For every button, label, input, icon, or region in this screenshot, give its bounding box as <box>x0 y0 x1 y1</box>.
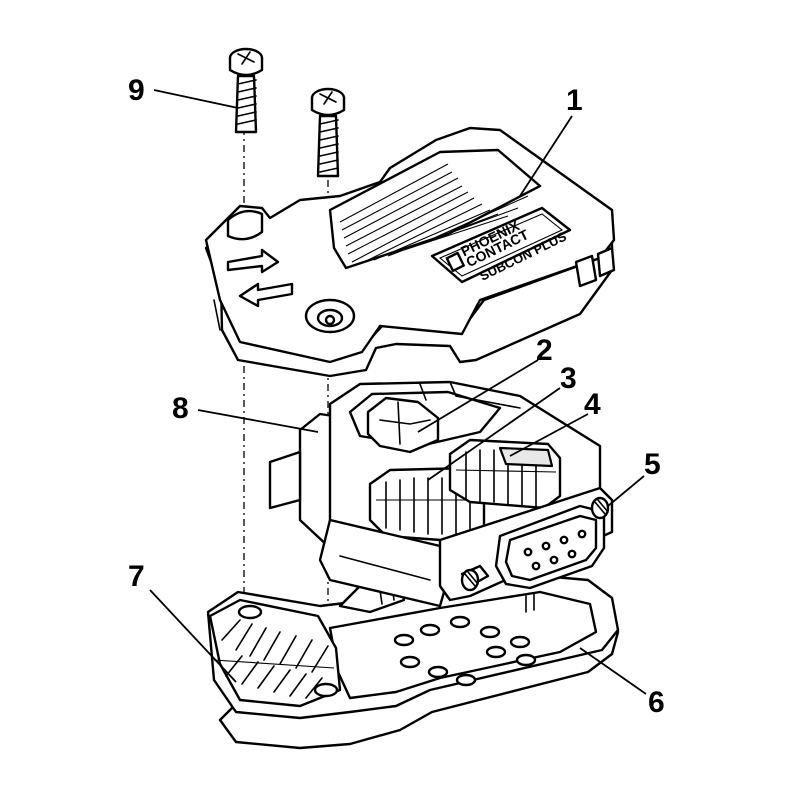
cover-screw-boss-right <box>304 298 356 334</box>
direction-arrows <box>226 248 294 308</box>
callout-5: 5 <box>644 448 661 481</box>
leader-4 <box>509 413 589 457</box>
leader-2 <box>417 359 539 433</box>
leader-1 <box>519 115 573 197</box>
cover-screw-boss-left <box>226 209 264 241</box>
cover-grip-ribs <box>328 148 542 270</box>
leader-7 <box>149 589 237 683</box>
callout-9: 9 <box>128 74 145 107</box>
dsub-standoff-left <box>460 564 490 592</box>
strain-relief-teeth <box>208 598 342 708</box>
leader-8 <box>197 409 319 433</box>
terminal-block-4 <box>448 438 562 510</box>
housing-cover: PHOENIX CONTACT SUBCON PLUS <box>204 126 616 378</box>
leader-3 <box>427 387 561 481</box>
leader-lines <box>149 89 647 695</box>
dsub-standoff-right <box>590 496 610 520</box>
callout-3: 3 <box>560 362 577 395</box>
callout-7: 7 <box>128 560 145 593</box>
callout-4: 4 <box>584 388 601 421</box>
dsub-connector <box>438 486 614 613</box>
leader-9 <box>153 89 239 109</box>
housing-bottom <box>206 572 620 750</box>
screw-left <box>228 47 264 134</box>
callout-2: 2 <box>536 334 553 367</box>
dsub-pins <box>523 529 587 571</box>
leader-6 <box>579 647 647 695</box>
callout-8: 8 <box>172 392 189 425</box>
callout-6: 6 <box>648 686 665 719</box>
screw-right <box>310 87 346 178</box>
floor-holes <box>393 615 537 687</box>
leader-5 <box>607 475 645 507</box>
callout-1: 1 <box>566 84 583 117</box>
callout-labels: 1 2 3 4 5 6 7 8 9 <box>128 74 665 719</box>
